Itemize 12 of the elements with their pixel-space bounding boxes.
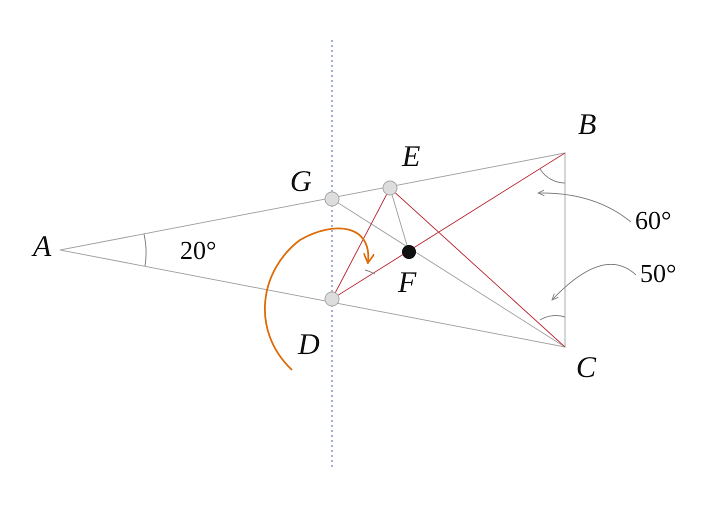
angle-label: 60° — [635, 208, 672, 234]
point-label: D — [298, 330, 320, 360]
angle-label: 20° — [180, 238, 216, 264]
point-label: A — [33, 232, 52, 262]
point-label: F — [398, 268, 416, 298]
point-label: C — [576, 353, 596, 383]
leader-arrow — [538, 190, 632, 222]
angle-label: 50° — [640, 261, 676, 287]
point-label: B — [578, 110, 596, 140]
point-label: E — [402, 142, 420, 172]
leader-arrow — [552, 264, 636, 300]
point-label: G — [290, 167, 312, 197]
